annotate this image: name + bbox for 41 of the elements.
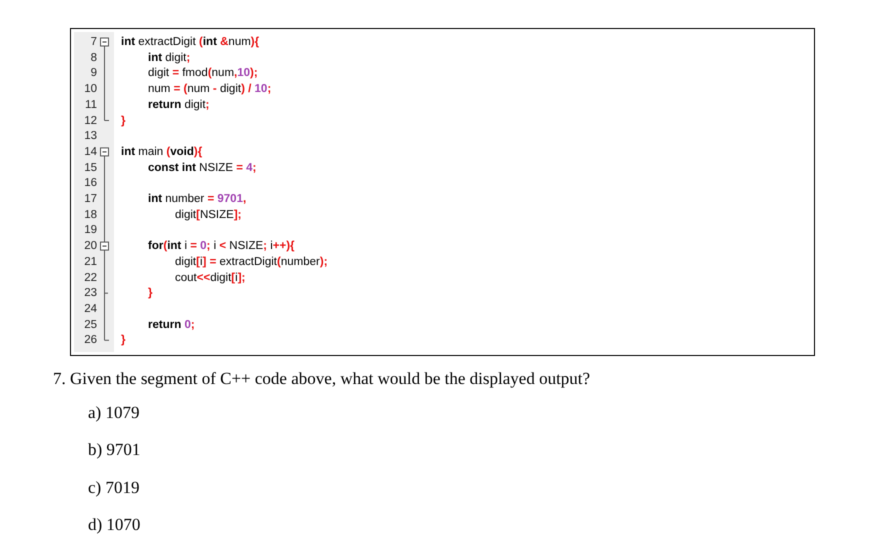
code-line: } <box>121 333 126 348</box>
line-number: 20 <box>83 239 97 254</box>
code-line: digit[i] = extractDigit(number); <box>175 254 328 269</box>
code-line: digit = fmod(num,10); <box>148 66 258 80</box>
line-number: 25 <box>83 318 97 332</box>
code-line: return digit; <box>148 98 210 112</box>
line-number: 11 <box>84 98 97 112</box>
code-line: cout<<digit[i]; <box>175 270 246 284</box>
line-number: 8 <box>90 50 97 65</box>
line-number: 17 <box>83 192 97 206</box>
code-line: int digit; <box>148 50 190 65</box>
line-number: 10 <box>83 82 97 96</box>
code-line: num = (num - digit) / 10; <box>148 82 272 96</box>
code-line: const int NSIZE = 4; <box>148 160 256 175</box>
line-number: 18 <box>83 208 97 222</box>
code-line: return 0; <box>148 318 195 332</box>
line-number: 16 <box>83 176 97 190</box>
line-number: 12 <box>83 114 97 128</box>
code-line: int number = 9701, <box>148 192 246 206</box>
question-text: 7. Given the segment of C++ code above, what would be the displayed output? <box>53 369 590 389</box>
line-number: 21 <box>83 254 97 269</box>
code-line: for(int i = 0; i < NSIZE; i++){ <box>148 239 295 254</box>
answer-option: b) 9701 <box>88 440 140 460</box>
code-line: digit[NSIZE]; <box>175 208 242 222</box>
line-number: 26 <box>83 333 97 348</box>
line-number: 9 <box>90 66 97 80</box>
line-number: 7 <box>90 35 97 49</box>
line-number: 13 <box>83 129 97 144</box>
answer-option: c) 7019 <box>88 478 140 498</box>
line-number: 19 <box>83 223 97 238</box>
line-number: 23 <box>83 286 97 300</box>
code-line: } <box>148 286 152 300</box>
code-line: } <box>121 114 126 128</box>
line-number: 14 <box>83 144 97 159</box>
code-line: int main (void){ <box>121 144 202 159</box>
answer-option: a) 1079 <box>88 403 140 423</box>
line-number: 15 <box>83 160 97 175</box>
line-number: 22 <box>83 270 97 284</box>
line-number: 24 <box>83 302 97 316</box>
answer-option: d) 1070 <box>88 514 140 535</box>
code-line: int extractDigit (int &num){ <box>121 35 260 49</box>
